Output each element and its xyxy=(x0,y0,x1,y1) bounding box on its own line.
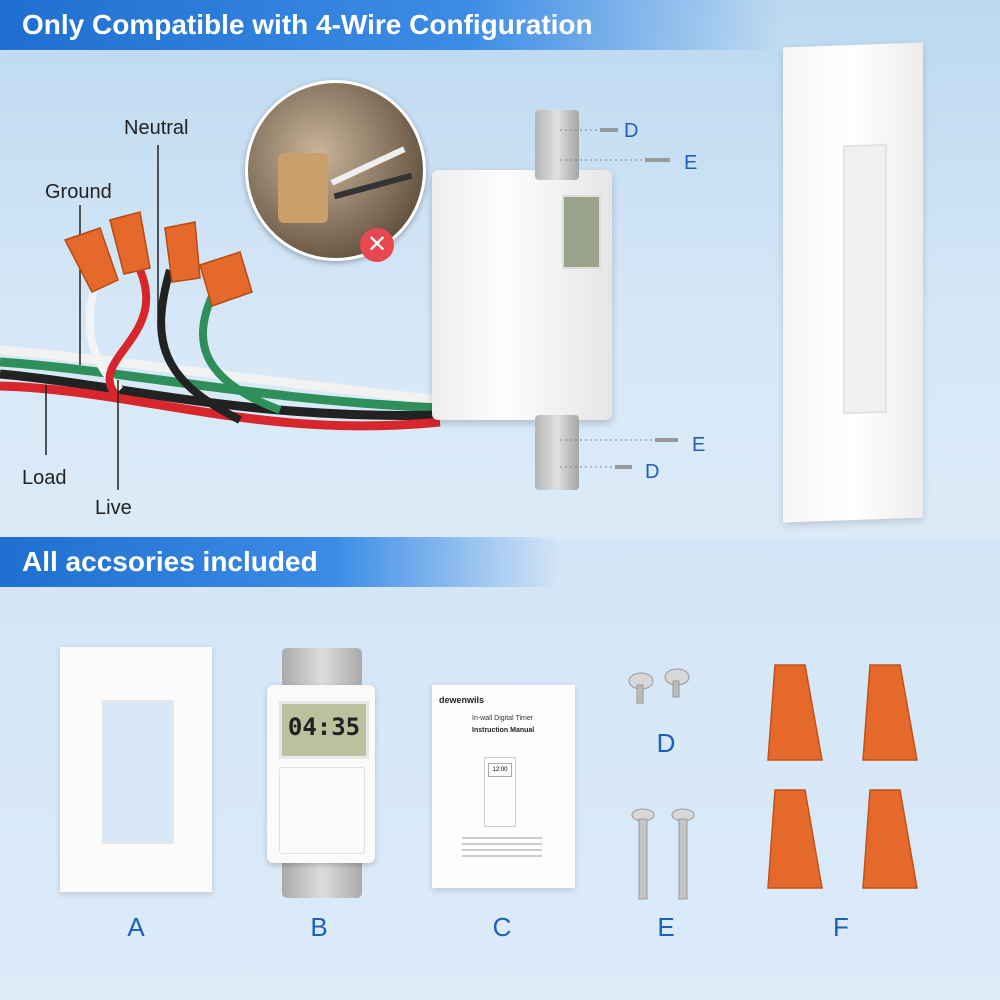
manual-brand: dewenwils xyxy=(439,695,485,705)
accessories-banner-text: All accsories included xyxy=(22,546,318,577)
wire-green xyxy=(0,357,441,413)
timer-switch-side xyxy=(432,170,612,420)
wire-white-1 xyxy=(0,345,441,405)
mounting-strap-top xyxy=(535,110,579,180)
compatibility-banner: Only Compatible with 4-Wire Configuratio… xyxy=(0,0,780,50)
part-label-f: F xyxy=(833,912,849,942)
manual-subtitle: In-wall Digital Timer xyxy=(472,715,534,722)
part-b-strap-top xyxy=(282,648,362,688)
part-a-wall-plate xyxy=(60,647,212,892)
wire-nut-2 xyxy=(109,211,151,275)
neutral-label: Neutral xyxy=(124,117,189,139)
screw-label-d-bottom: D xyxy=(645,461,660,483)
accessories-banner: All accsories included xyxy=(0,537,560,587)
live-label: Live xyxy=(95,497,132,519)
manual-title: Instruction Manual xyxy=(472,727,535,734)
screw-label-e-bottom: E xyxy=(692,434,706,456)
terminal-block xyxy=(278,153,328,223)
manual-timer-illustration: 12:00 xyxy=(484,757,516,827)
part-label-c: C xyxy=(492,912,512,942)
load-label: Load xyxy=(22,467,67,489)
wall-plate-angled xyxy=(783,42,923,523)
screw-label-d-top: D xyxy=(624,120,639,142)
screw-guides xyxy=(560,128,678,469)
part-e-long-screws xyxy=(631,808,695,900)
part-label-a: A xyxy=(127,912,145,942)
timer-side-display xyxy=(562,195,601,269)
incorrect-wiring-photo xyxy=(245,80,426,261)
part-c-instruction-manual: dewenwils In-wall Digital Timer Instruct… xyxy=(432,685,575,888)
wire-black xyxy=(0,369,441,420)
screw-label-e-top: E xyxy=(684,152,698,174)
error-x-icon: ✕ xyxy=(360,228,394,262)
wiring-illustration xyxy=(0,145,441,490)
wire-nut-3 xyxy=(164,221,201,283)
part-b-timer-switch: 04:35 xyxy=(267,685,375,863)
part-b-strap-bottom xyxy=(282,858,362,898)
part-d-short-screws xyxy=(628,668,690,704)
timer-front-cover xyxy=(279,767,365,854)
ground-label: Ground xyxy=(45,181,112,203)
timer-lcd-display: 04:35 xyxy=(279,701,369,759)
part-label-e: E xyxy=(657,912,675,942)
compatibility-banner-text: Only Compatible with 4-Wire Configuratio… xyxy=(22,9,593,40)
part-label-b: B xyxy=(310,912,328,942)
wire-nut-4 xyxy=(199,251,253,307)
mounting-strap-bottom xyxy=(535,415,579,490)
part-f-wire-nuts xyxy=(767,664,918,889)
part-label-d: D xyxy=(656,728,676,758)
wire-red xyxy=(0,381,441,431)
wire-nut-1 xyxy=(63,227,119,293)
